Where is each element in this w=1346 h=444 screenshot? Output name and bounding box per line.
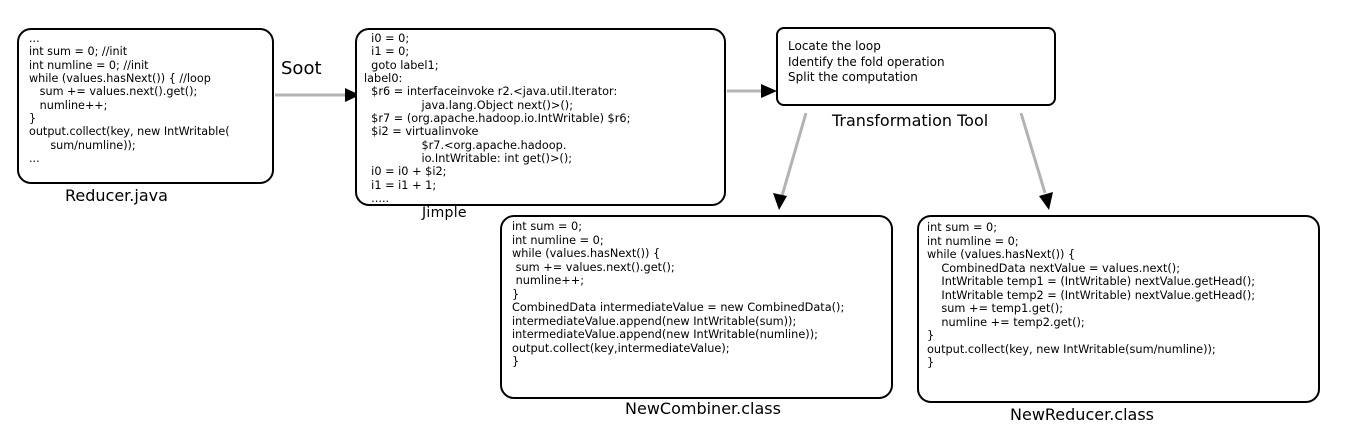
tool-steps: Locate the loop Identify the fold operat…	[788, 39, 945, 85]
tool-caption: Transformation Tool	[832, 111, 989, 130]
jimple-box: i0 = 0; i1 = 0; goto label1; label0: $r6…	[355, 28, 726, 206]
arrowhead-combiner	[773, 193, 787, 210]
transformation-tool-box: Locate the loop Identify the fold operat…	[776, 27, 1056, 106]
arrowhead-tool	[761, 84, 777, 98]
new-combiner-box: int sum = 0; int numline = 0; while (val…	[500, 215, 893, 399]
jimple-caption: Jimple	[422, 205, 467, 221]
arrow-tool-to-newreducer	[1019, 112, 1047, 194]
arrow-tool-to-combiner	[780, 112, 808, 197]
reducer-caption: Reducer.java	[65, 186, 168, 205]
newreducer-code: int sum = 0; int numline = 0; while (val…	[927, 221, 1256, 370]
soot-label: Soot	[281, 58, 322, 79]
reducer-code: ... int sum = 0; //init int numline = 0;…	[29, 32, 230, 165]
newreducer-caption: NewReducer.class	[1010, 405, 1154, 424]
combiner-code: int sum = 0; int numline = 0; while (val…	[512, 220, 845, 369]
arrowhead-newreducer	[1039, 192, 1053, 210]
jimple-code: i0 = 0; i1 = 0; goto label1; label0: $r6…	[364, 32, 631, 205]
arrowhead-jimple	[345, 88, 360, 102]
reducer-java-box: ... int sum = 0; //init int numline = 0;…	[17, 28, 274, 184]
combiner-caption: NewCombiner.class	[625, 399, 781, 418]
new-reducer-box: int sum = 0; int numline = 0; while (val…	[917, 215, 1320, 403]
